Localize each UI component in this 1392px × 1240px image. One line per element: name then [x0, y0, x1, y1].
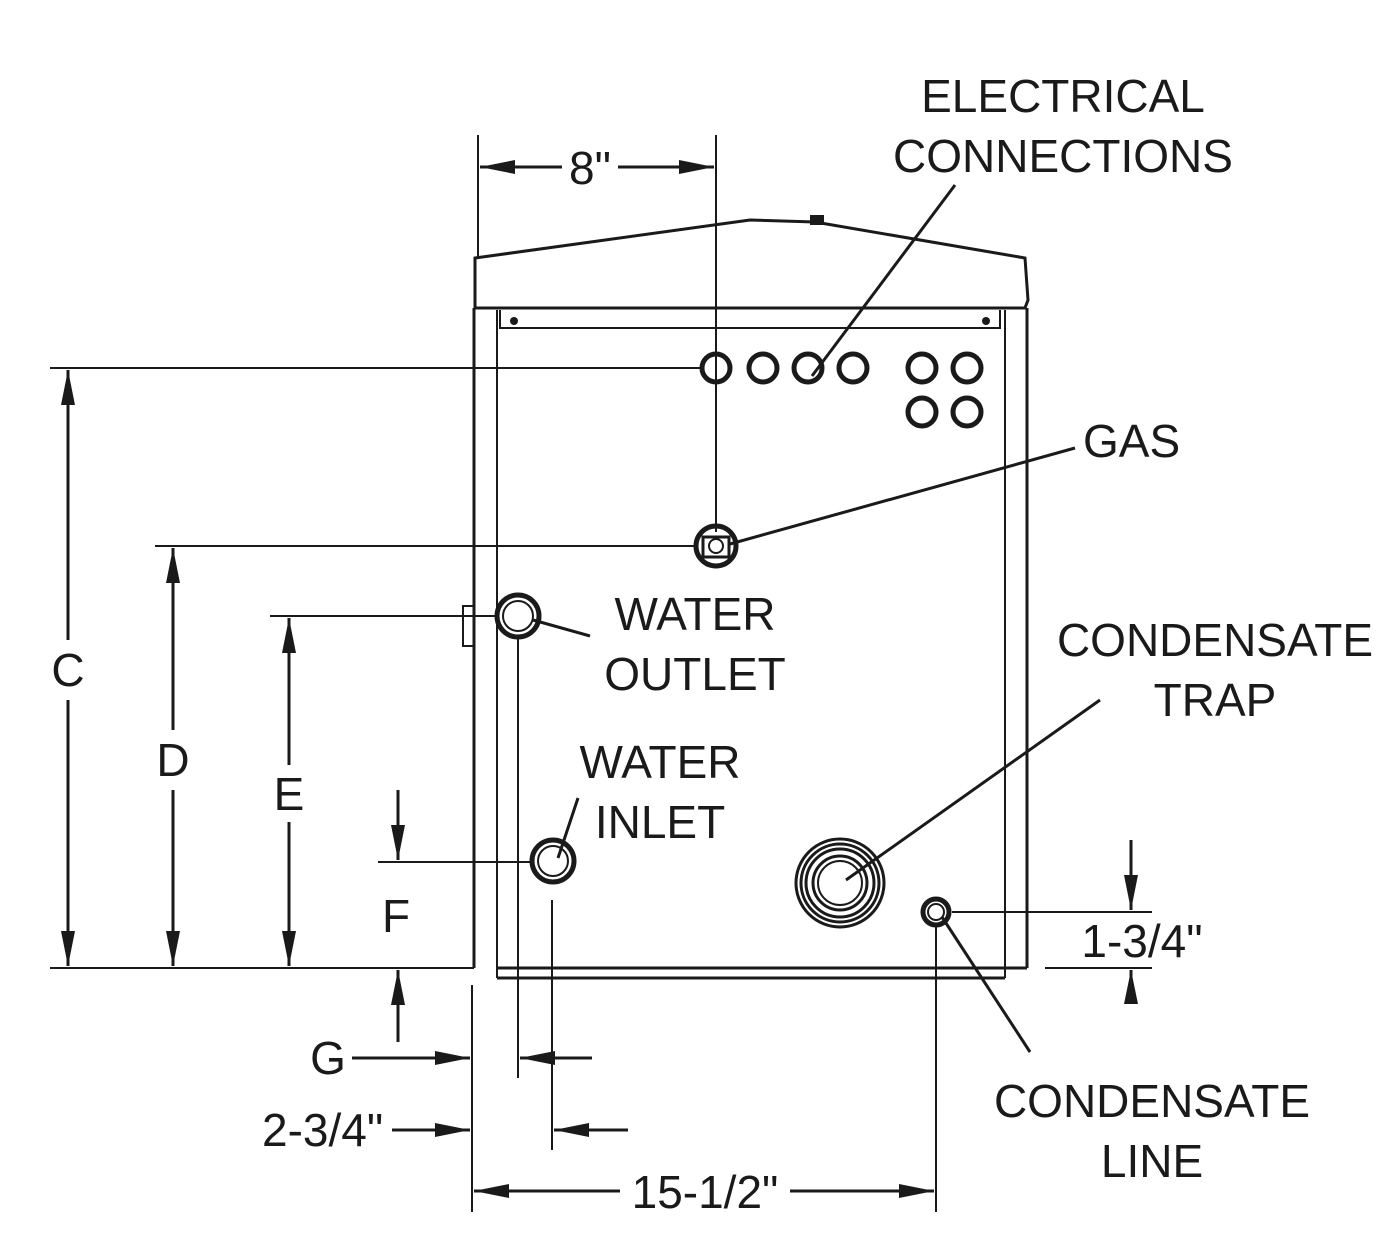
- dimension-1-3-4-label: 1-3/4": [1081, 915, 1202, 967]
- condensate-line-connection: [920, 896, 952, 928]
- dimension-2-3-4-label: 2-3/4": [262, 1104, 383, 1156]
- dimension-f-label: F: [382, 890, 410, 942]
- dimension-8in-label: 8": [569, 142, 611, 194]
- electrical-label-line1: ELECTRICAL: [921, 70, 1205, 122]
- electrical-label-line2: CONNECTIONS: [893, 130, 1233, 182]
- dimension-15-1-2-label: 15-1/2": [632, 1166, 779, 1218]
- component-labels: ELECTRICAL CONNECTIONS GAS WATER OUTLET …: [580, 70, 1374, 1187]
- dimension-labels: 8" C D E F G 2-3/4" 15-1/2" 1-3/4": [51, 142, 1202, 1218]
- dimension-c-label: C: [51, 644, 84, 696]
- water-inlet-connection: [529, 837, 577, 885]
- condensate-line-label-line1: CONDENSATE: [994, 1075, 1310, 1127]
- dimension-d-label: D: [156, 734, 189, 786]
- water-inlet-label-line1: WATER: [580, 736, 741, 788]
- dimension-e-label: E: [274, 768, 305, 820]
- water-inlet-label-line2: INLET: [595, 796, 725, 848]
- condensate-trap-label-line1: CONDENSATE: [1057, 614, 1373, 666]
- condensate-line-label-line2: LINE: [1101, 1135, 1203, 1187]
- gas-label: GAS: [1083, 415, 1180, 467]
- leader-lines: [532, 184, 1101, 1053]
- water-outlet-label-line2: OUTLET: [604, 648, 785, 700]
- electrical-knockouts: [699, 351, 984, 429]
- heater-cabinet: [462, 215, 1030, 980]
- condensate-trap-connection: [794, 837, 886, 929]
- dimension-lines: [50, 135, 1152, 1212]
- dimension-g-label: G: [310, 1032, 346, 1084]
- water-outlet-label-line1: WATER: [615, 588, 776, 640]
- water-outlet-connection: [494, 592, 542, 640]
- condensate-trap-label-line2: TRAP: [1154, 674, 1277, 726]
